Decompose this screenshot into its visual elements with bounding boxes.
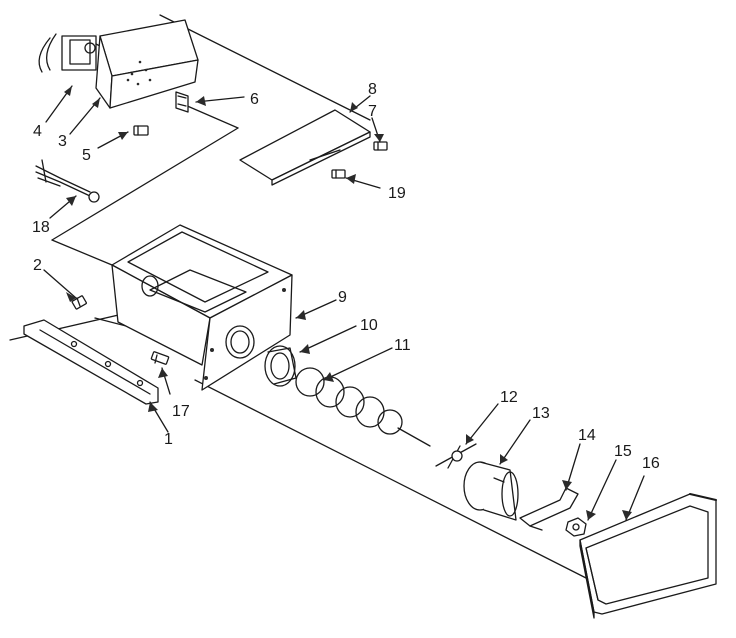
callout-19: 19 <box>388 185 406 202</box>
auger-spring-part-11 <box>295 367 431 447</box>
callout-6: 6 <box>250 91 259 108</box>
cover-plate-part-8 <box>239 109 371 186</box>
callout-15: 15 <box>614 443 632 460</box>
screw-part-17 <box>150 351 170 365</box>
callout-1: 1 <box>164 431 173 448</box>
front-cover-part-16 <box>579 493 717 619</box>
callout-5: 5 <box>82 147 91 164</box>
rail-part-1 <box>23 319 159 405</box>
callout-7: 7 <box>368 103 377 120</box>
callout-11: 11 <box>394 337 411 354</box>
callout-3: 3 <box>58 133 67 150</box>
callout-2: 2 <box>33 257 42 274</box>
callout-16: 16 <box>642 455 660 472</box>
callout-9: 9 <box>338 289 347 306</box>
screw-part-2 <box>71 295 87 310</box>
callout-10: 10 <box>360 317 378 334</box>
callout-14: 14 <box>578 427 596 444</box>
screw-part-5 <box>133 125 149 136</box>
callout-8: 8 <box>368 81 377 98</box>
callout-18: 18 <box>32 219 50 236</box>
screw-part-19 <box>331 169 346 179</box>
callout-numbers: 1 2 3 4 5 6 7 8 9 10 11 12 13 14 15 16 1… <box>32 81 660 472</box>
motor-part-4 <box>38 33 105 73</box>
clip-part-6 <box>175 91 189 113</box>
screw-part-7 <box>373 141 388 151</box>
callout-13: 13 <box>532 405 550 422</box>
leader-arrowheads <box>64 86 632 520</box>
nut-part-15 <box>565 517 587 537</box>
wire-harness-part-18 <box>35 159 100 203</box>
mounting-bracket-part-3 <box>95 19 199 109</box>
callout-4: 4 <box>33 123 42 140</box>
callout-17: 17 <box>172 403 190 420</box>
bracket-part-14 <box>519 487 579 531</box>
housing-box-part-9 <box>111 224 293 391</box>
callout-12: 12 <box>500 389 518 406</box>
cylinder-part-13 <box>463 461 519 521</box>
blade-part-12 <box>435 443 477 469</box>
bearing-part-10 <box>264 345 297 387</box>
